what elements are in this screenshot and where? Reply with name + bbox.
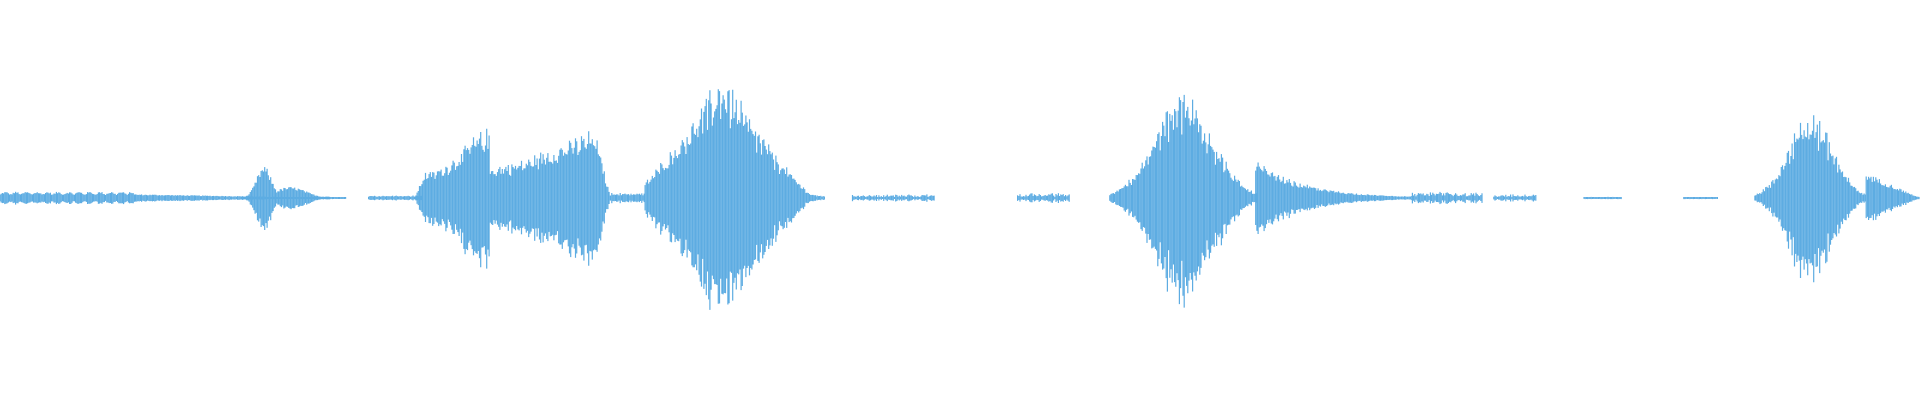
waveform-bars bbox=[0, 89, 1920, 310]
